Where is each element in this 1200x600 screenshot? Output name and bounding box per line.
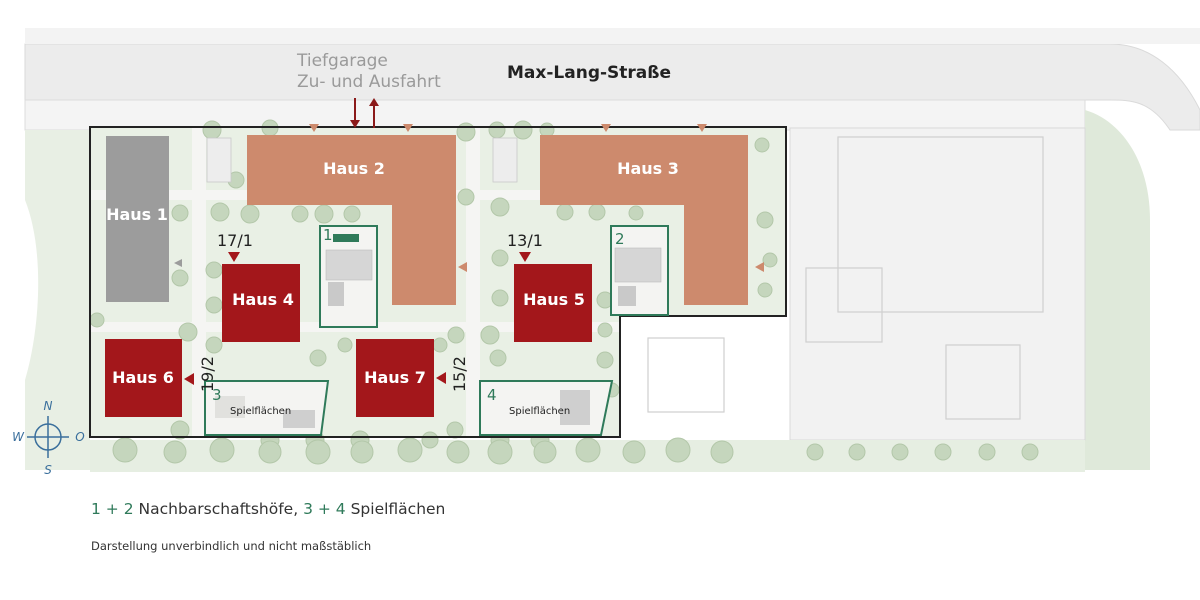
haus-7-label: Haus 7 — [364, 368, 426, 387]
haus-3-label: Haus 3 — [617, 159, 679, 178]
haus-2-label: Haus 2 — [323, 159, 385, 178]
right-green — [1085, 110, 1150, 470]
garage-label-line1: Tiefgarage — [296, 51, 388, 71]
entrance-17-1: 17/1 — [217, 231, 253, 250]
area-number-1: 1 — [323, 226, 333, 244]
haus-6-building — [105, 339, 182, 417]
neighbour-building-d — [647, 337, 725, 413]
street — [24, 43, 1200, 131]
haus-1-building — [106, 136, 169, 302]
entrance-19-2: 19/2 — [198, 356, 217, 392]
parking-strips — [206, 137, 518, 183]
playground-4 — [479, 380, 614, 436]
path-vertical-2 — [466, 128, 480, 438]
street-name-label: Max-Lang-Straße — [507, 63, 671, 83]
compass-south: S — [44, 463, 52, 477]
legend-label-12: Nachbarschaftshöfe, — [133, 500, 304, 518]
neighbour-lot — [789, 127, 1086, 441]
courtyard-2 — [610, 225, 669, 316]
playground-3-label: Spielflächen — [230, 406, 291, 417]
legend-num-12: 1 + 2 — [91, 500, 134, 518]
compass-east: O — [75, 430, 84, 444]
area-number-2: 2 — [615, 230, 625, 248]
playground-4-label: Spielflächen — [509, 406, 570, 417]
neighbour-building-b — [805, 267, 883, 343]
compass-west: W — [12, 430, 25, 444]
haus-1-label: Haus 1 — [106, 205, 168, 224]
compass-icon — [27, 416, 69, 458]
haus-4-label: Haus 4 — [232, 290, 294, 309]
garage-label-line2: Zu- und Ausfahrt — [297, 72, 441, 92]
entrance-markers — [174, 124, 764, 385]
site-plan-map: Max-Lang-Straße Tiefgarage Zu- und Ausfa… — [12, 28, 1200, 477]
compass-north: N — [44, 399, 53, 413]
legend-caption: 1 + 2 Nachbarschaftshöfe, 3 + 4 Spielflä… — [91, 500, 445, 518]
entrance-13-1: 13/1 — [507, 231, 543, 250]
legend-label-34: Spielflächen — [345, 500, 446, 518]
neighbour-building-c — [945, 344, 1021, 420]
garage-arrows — [350, 98, 379, 128]
haus-2-building — [247, 135, 456, 305]
street-upper-strip — [25, 28, 1200, 44]
haus-3-building — [540, 135, 748, 305]
left-green — [25, 130, 90, 470]
area-number-4: 4 — [487, 386, 497, 404]
playground-3 — [204, 380, 330, 436]
haus-4-building — [222, 264, 300, 342]
haus-5-building — [514, 264, 592, 342]
trees — [89, 119, 1039, 465]
entrance-15-2: 15/2 — [450, 356, 469, 392]
legend-num-34: 3 + 4 — [303, 500, 346, 518]
haus-5-label: Haus 5 — [523, 290, 585, 309]
sidewalk — [24, 99, 1086, 131]
disclaimer-note: Darstellung unverbindlich und nicht maßs… — [91, 539, 372, 553]
path-vertical-1 — [192, 128, 206, 438]
haus-7-building — [356, 339, 434, 417]
haus-6-label: Haus 6 — [112, 368, 174, 387]
area-number-3: 3 — [212, 386, 222, 404]
courtyard-1 — [319, 225, 378, 328]
neighbour-building-a — [837, 136, 1044, 313]
